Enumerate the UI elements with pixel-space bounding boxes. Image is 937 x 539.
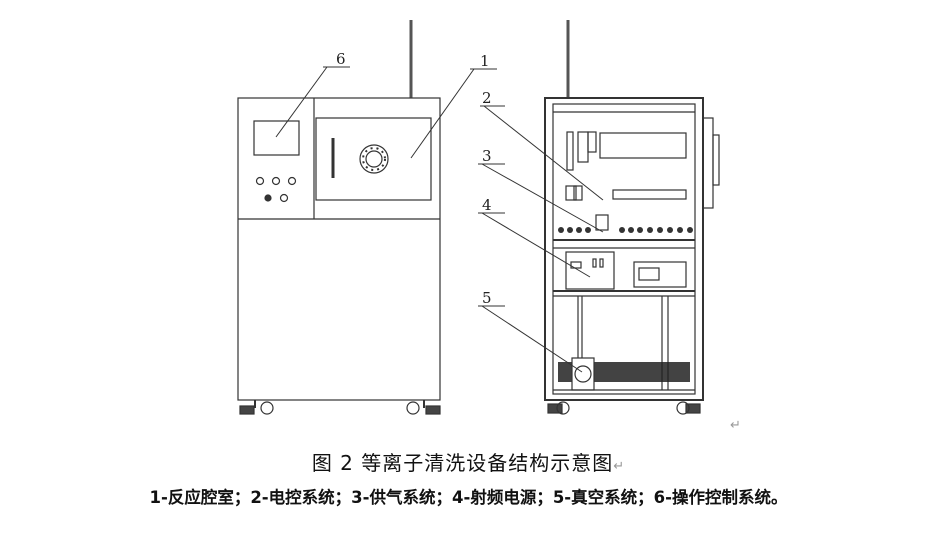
callout-label-4: 4 bbox=[482, 196, 492, 214]
caption-text: 图 2 等离子清洗设备结构示意图 bbox=[311, 451, 614, 475]
equipment-drawing: 1 2 3 4 5 6 bbox=[237, 20, 720, 415]
paragraph-mark: ↵ bbox=[730, 418, 741, 433]
figure-caption: 图 2 等离子清洗设备结构示意图↵ bbox=[0, 447, 937, 476]
front-view-machine bbox=[237, 20, 441, 415]
rear-view-machine bbox=[544, 20, 720, 415]
callout-label-3: 3 bbox=[482, 147, 492, 165]
figure-legend: 1-反应腔室；2-电控系统；3-供气系统；4-射频电源；5-真空系统；6-操作控… bbox=[149, 488, 788, 507]
callout-label-6: 6 bbox=[336, 50, 346, 68]
chamber-door bbox=[315, 117, 432, 201]
callout-label-1: 1 bbox=[480, 52, 490, 70]
callout-label-5: 5 bbox=[482, 289, 492, 307]
callouts bbox=[275, 66, 604, 373]
callout-label-2: 2 bbox=[482, 89, 492, 107]
touch-screen bbox=[253, 120, 300, 156]
paragraph-mark: ↵ bbox=[613, 459, 626, 474]
